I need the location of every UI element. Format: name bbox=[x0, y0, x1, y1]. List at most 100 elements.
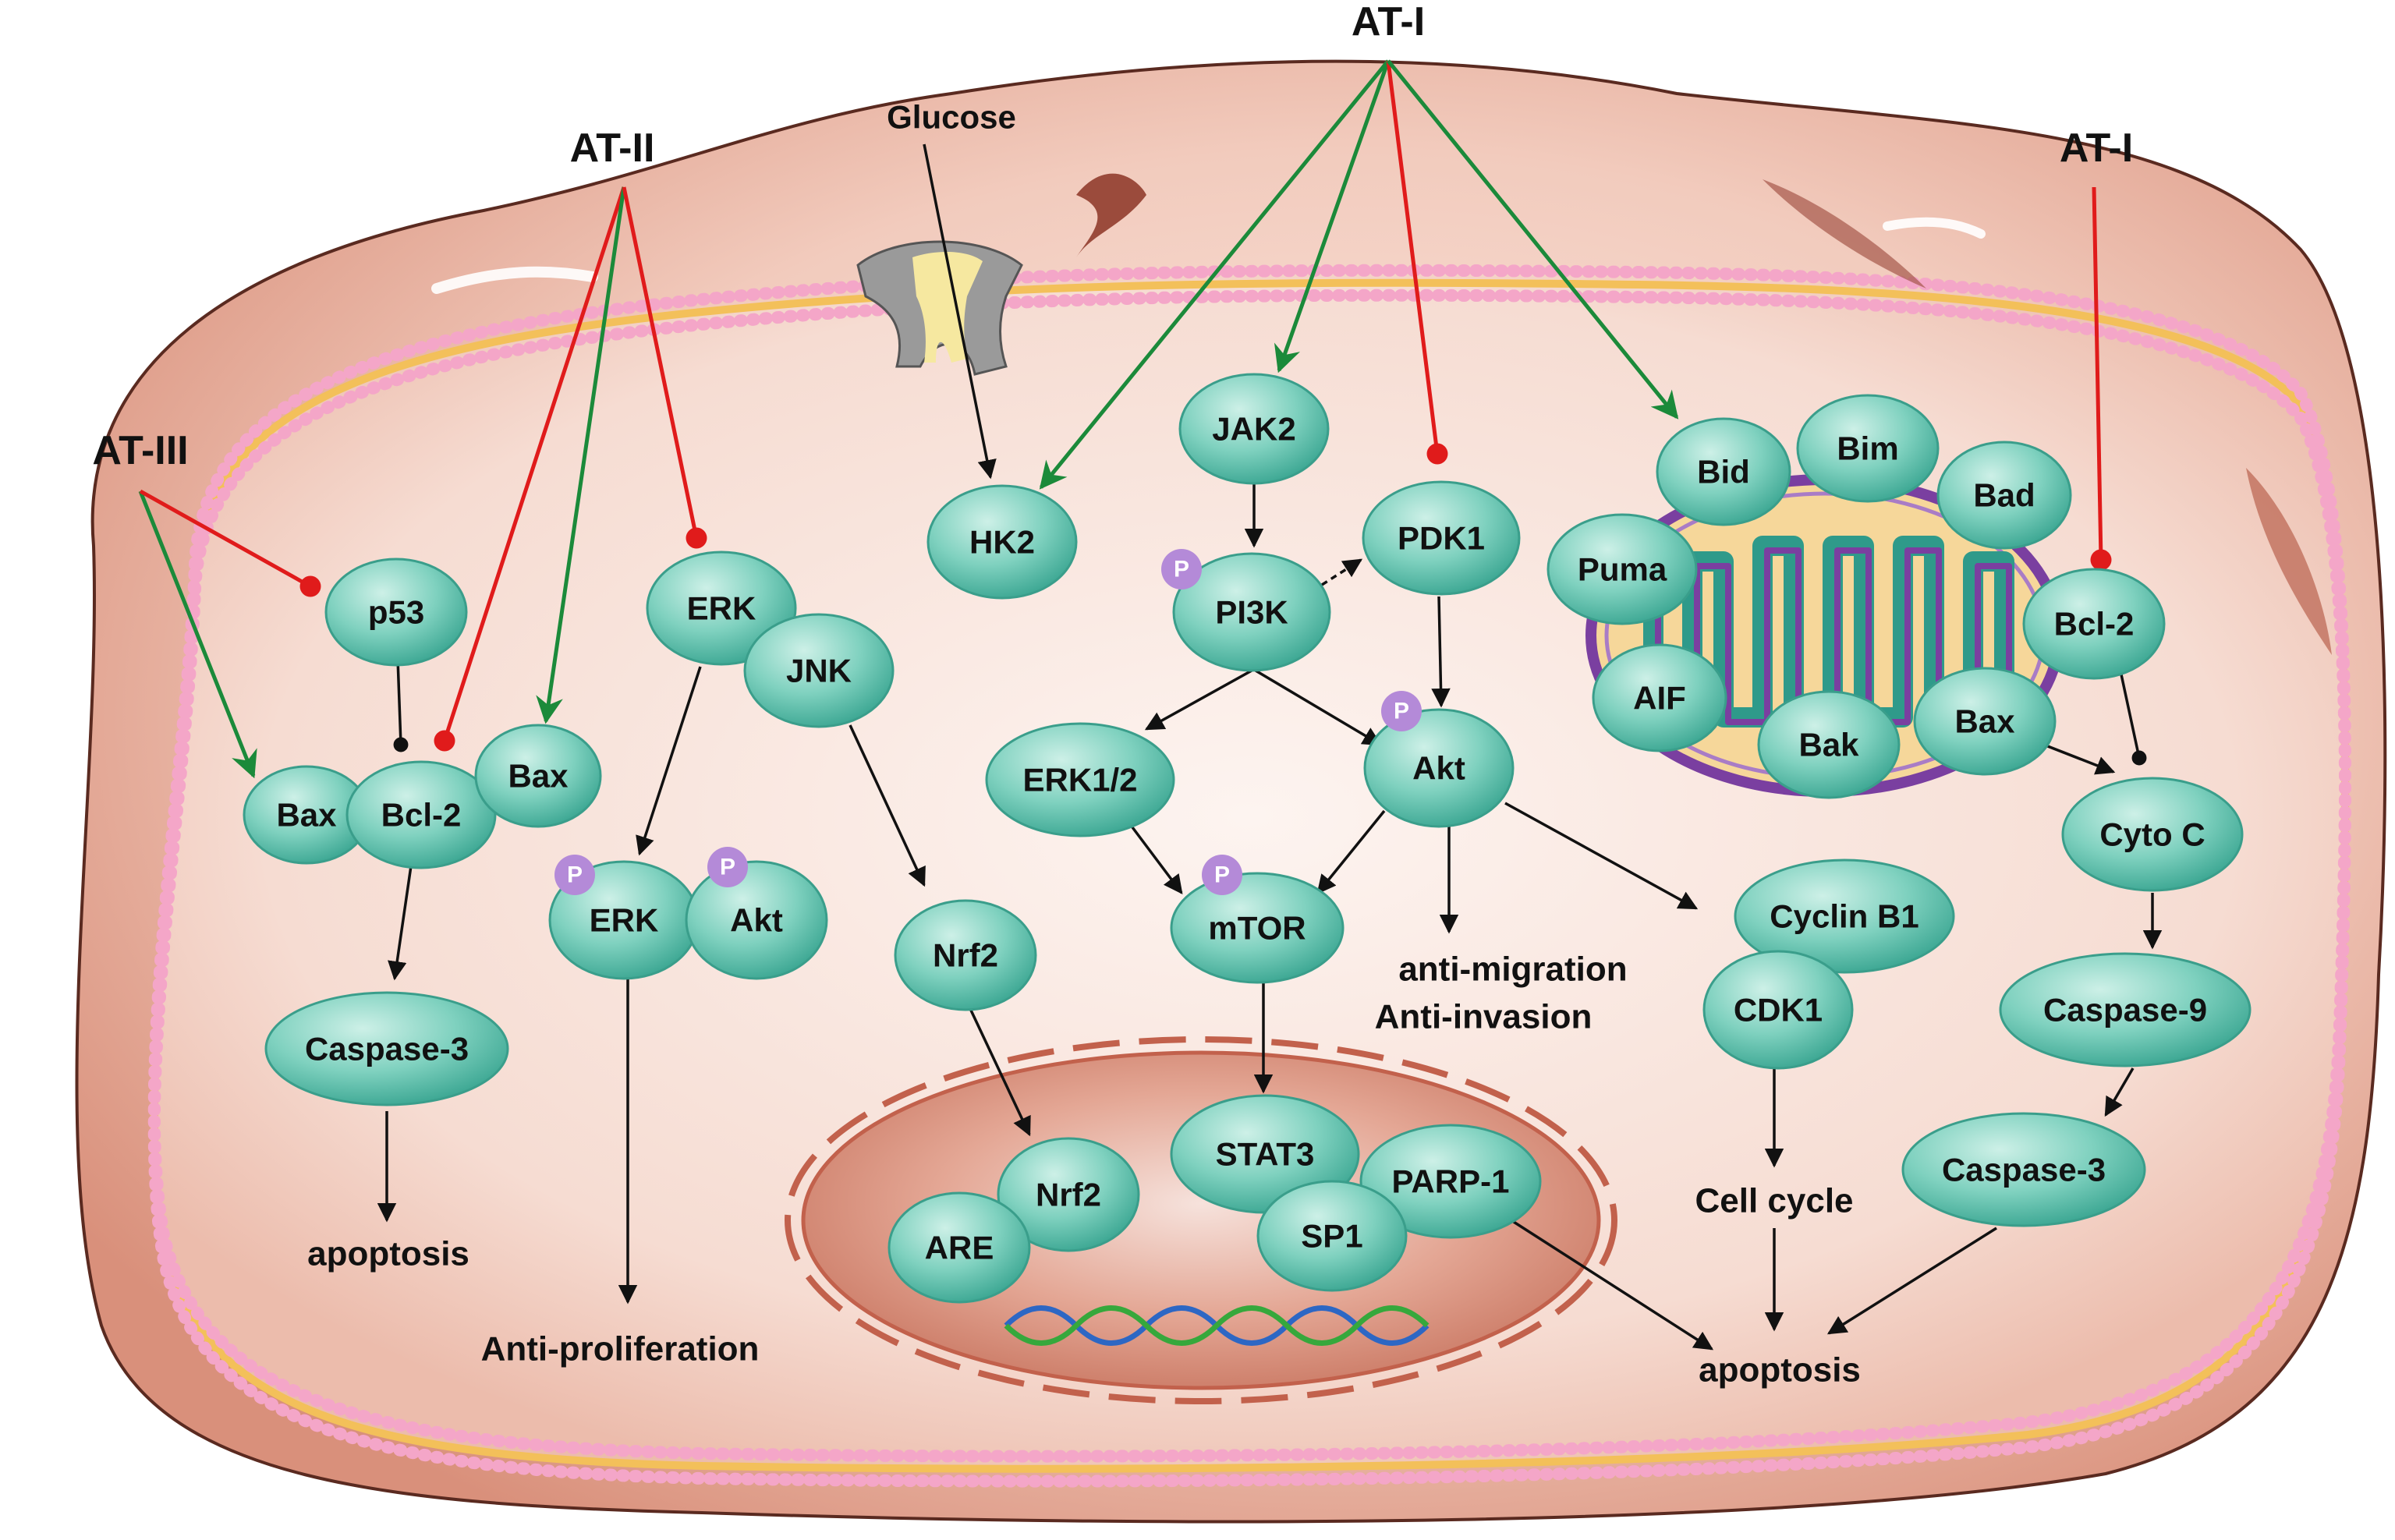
protein-label: STAT3 bbox=[1216, 1136, 1315, 1173]
outcome-anti-migration: anti-migration bbox=[1398, 951, 1627, 989]
protein-bad[interactable]: Bad bbox=[1936, 441, 2072, 550]
protein-akt[interactable]: Akt bbox=[1363, 708, 1515, 828]
protein-bcl2-left[interactable]: Bcl-2 bbox=[345, 760, 497, 869]
svg-text:P: P bbox=[720, 855, 735, 880]
protein-label: SP1 bbox=[1301, 1218, 1362, 1255]
protein-label: ERK bbox=[687, 590, 756, 627]
protein-puma[interactable]: Puma bbox=[1546, 513, 1698, 625]
edge-p53-bcl2 bbox=[393, 658, 409, 752]
glucose-label: Glucose bbox=[887, 99, 1016, 136]
compound-labels: AT-I AT-I AT-II AT-III Glucose bbox=[92, 0, 2133, 473]
protein-parp1[interactable]: PARP-1 bbox=[1359, 1124, 1542, 1239]
edge-at1-mito bbox=[1387, 59, 1679, 420]
phospho-badge-erk: P bbox=[554, 855, 595, 895]
protein-caspase3-right[interactable]: Caspase-3 bbox=[1901, 1112, 2146, 1227]
protein-bak[interactable]: Bak bbox=[1757, 690, 1901, 799]
protein-label: Bim bbox=[1837, 430, 1898, 467]
phospho-badges: P P P P P bbox=[554, 549, 1422, 895]
protein-label: Akt bbox=[730, 902, 783, 939]
protein-label: Nrf2 bbox=[933, 937, 998, 974]
edge-at3-p53 bbox=[139, 489, 321, 597]
protein-label: Bcl-2 bbox=[381, 797, 462, 834]
protein-nrf2[interactable]: Nrf2 bbox=[894, 899, 1037, 1011]
protein-bcl2-right[interactable]: Bcl-2 bbox=[2022, 568, 2166, 680]
phospho-badge-akt-left: P bbox=[707, 847, 748, 887]
svg-text:P: P bbox=[1214, 862, 1230, 888]
protein-label: ERK bbox=[590, 902, 659, 939]
cell-fold-top-right bbox=[1763, 179, 1926, 289]
protein-label: PDK1 bbox=[1398, 520, 1485, 557]
protein-erk[interactable]: ERK bbox=[646, 551, 797, 666]
cell-highlight bbox=[431, 266, 598, 294]
edge-bcl2-caspase3 bbox=[388, 849, 415, 981]
protein-p53[interactable]: p53 bbox=[324, 558, 468, 667]
protein-label: CDK1 bbox=[1734, 992, 1823, 1028]
outcome-cell-cycle: Cell cycle bbox=[1695, 1182, 1853, 1220]
protein-bax-left-2[interactable]: Bax bbox=[474, 724, 602, 828]
protein-label: PARP-1 bbox=[1392, 1163, 1510, 1200]
protein-jnk[interactable]: JNK bbox=[743, 613, 895, 728]
protein-are[interactable]: ARE bbox=[887, 1191, 1031, 1304]
protein-label: Puma bbox=[1578, 551, 1667, 588]
cell-fold bbox=[1076, 173, 1146, 257]
svg-text:P: P bbox=[1174, 557, 1189, 582]
edge-glucose-hk2 bbox=[923, 143, 997, 480]
protein-bax-mito[interactable]: Bax bbox=[1913, 667, 2057, 776]
protein-label: Cyto C bbox=[2099, 816, 2205, 853]
protein-pakt[interactable]: Akt bbox=[685, 860, 828, 980]
protein-label: Bax bbox=[508, 758, 569, 795]
phospho-badge-mtor: P bbox=[1202, 855, 1242, 895]
edge-at2-erk bbox=[622, 186, 707, 549]
protein-cdk1[interactable]: CDK1 bbox=[1702, 950, 1854, 1070]
protein-mtor[interactable]: mTOR bbox=[1170, 872, 1345, 984]
compound-at1-top: AT-I bbox=[1352, 0, 1425, 44]
edge-at3-bax bbox=[138, 490, 257, 779]
pathway-connections bbox=[138, 59, 2163, 1351]
protein-erk12[interactable]: ERK1/2 bbox=[985, 722, 1175, 837]
protein-hk2[interactable]: HK2 bbox=[926, 484, 1078, 600]
protein-pi3k[interactable]: PI3K bbox=[1172, 552, 1331, 672]
protein-label: Caspase-3 bbox=[305, 1031, 469, 1067]
protein-sp1[interactable]: SP1 bbox=[1256, 1180, 1408, 1292]
protein-label: Caspase-3 bbox=[1942, 1152, 2106, 1188]
outcome-labels: apoptosis Anti-proliferation anti-migrat… bbox=[307, 951, 1861, 1390]
protein-label: Akt bbox=[1412, 750, 1465, 787]
edge-parp1-apoptosis bbox=[1504, 1215, 1714, 1351]
edge-erk12-mtor bbox=[1121, 813, 1183, 894]
edge-erk-perk bbox=[636, 666, 702, 856]
protein-label: Bcl-2 bbox=[2054, 606, 2135, 643]
protein-label: Bax bbox=[1954, 703, 2015, 740]
edge-at2-bcl2 bbox=[434, 186, 626, 752]
glucose-transporter bbox=[856, 240, 1023, 376]
protein-label: HK2 bbox=[969, 524, 1035, 561]
cell-highlight-2 bbox=[1883, 217, 1986, 239]
protein-caspase9[interactable]: Caspase-9 bbox=[1999, 952, 2252, 1067]
protein-label: JNK bbox=[786, 653, 852, 689]
edge-pi3k-erk12 bbox=[1144, 669, 1252, 731]
protein-aif[interactable]: AIF bbox=[1592, 643, 1727, 752]
protein-caspase3-left[interactable]: Caspase-3 bbox=[264, 991, 509, 1106]
protein-label: Bak bbox=[1798, 727, 1859, 763]
protein-label: Bax bbox=[276, 797, 337, 834]
protein-label: Nrf2 bbox=[1036, 1177, 1101, 1213]
edge-pdk1-akt bbox=[1431, 596, 1451, 708]
protein-nodes: p53 Bax Bcl-2 Bax Caspase-3 ERK JNK ERK … bbox=[243, 373, 2252, 1304]
protein-jak2[interactable]: JAK2 bbox=[1178, 373, 1330, 485]
cell-membrane-beads-inner bbox=[147, 289, 2352, 1488]
protein-cytoc[interactable]: Cyto C bbox=[2061, 777, 2244, 892]
edge-caspase9-caspase3 bbox=[2104, 1067, 2135, 1117]
edge-nrf2-nrf2nuc bbox=[965, 1001, 1031, 1137]
protein-label: Cyclin B1 bbox=[1770, 898, 1918, 935]
protein-label: JAK2 bbox=[1212, 411, 1295, 448]
protein-bid[interactable]: Bid bbox=[1656, 417, 1791, 526]
protein-pdk1[interactable]: PDK1 bbox=[1362, 480, 1521, 596]
edge-akt-cyclin bbox=[1504, 802, 1699, 910]
protein-bim[interactable]: Bim bbox=[1796, 394, 1940, 503]
protein-label: AIF bbox=[1633, 680, 1686, 717]
outcome-apoptosis-left: apoptosis bbox=[307, 1235, 469, 1273]
protein-cyclinb1[interactable]: Cyclin B1 bbox=[1734, 859, 1955, 974]
edge-jnk-nrf2 bbox=[849, 724, 926, 887]
dna-helix bbox=[1004, 1305, 1430, 1346]
protein-nrf2-nucleus[interactable]: Nrf2 bbox=[997, 1137, 1140, 1252]
